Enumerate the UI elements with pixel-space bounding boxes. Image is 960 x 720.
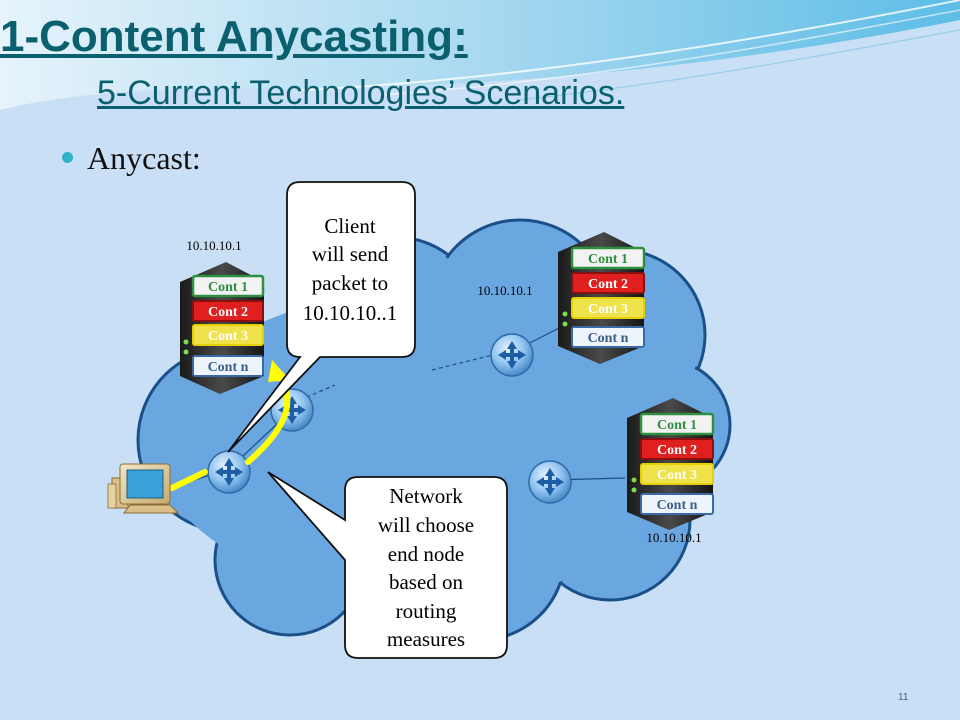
callout-network-line-3: end node <box>388 542 464 566</box>
callout-client-line-4: 10.10.10..1 <box>303 301 398 325</box>
computer-icon <box>107 463 180 514</box>
server-top-right-cont-n: Cont n <box>588 331 629 346</box>
server-top-right-cont-2: Cont 2 <box>588 277 628 292</box>
server-left: Cont 1 Cont 2 Cont 3 Cont n 10.10.10.1 <box>180 238 265 394</box>
server-left-cont-3: Cont 3 <box>208 329 248 344</box>
slide-title: 1-Content Anycasting: <box>0 12 468 61</box>
callout-network-line-4: based on <box>389 570 464 594</box>
server-top-right-ip: 10.10.10.1 <box>477 283 532 298</box>
bullet-text: Anycast: <box>87 140 201 176</box>
server-left-ip: 10.10.10.1 <box>186 238 241 253</box>
callout-client-line-2: will send <box>312 242 389 266</box>
server-bottom-right-cont-2: Cont 2 <box>657 443 697 458</box>
server-top-right-cont-1: Cont 1 <box>588 252 628 267</box>
router-icon <box>528 460 572 504</box>
router-icon <box>207 450 251 494</box>
server-left-cont-n: Cont n <box>208 360 249 375</box>
server-bottom-right-cont-3: Cont 3 <box>657 468 697 483</box>
callout-client: Client will send packet to 10.10.10..1 <box>227 181 416 453</box>
slide-subtitle: 5-Current Technologies’ Scenarios. <box>97 74 625 112</box>
server-top-right-cont-3: Cont 3 <box>588 302 628 317</box>
bullet-icon <box>62 152 73 163</box>
server-top-right: Cont 1 Cont 2 Cont 3 Cont n 10.10.10.1 <box>477 232 646 364</box>
callout-network: Network will choose end node based on ro… <box>267 471 508 659</box>
callout-network-line-1: Network <box>389 484 463 508</box>
server-bottom-right-cont-1: Cont 1 <box>657 418 697 433</box>
callout-network-line-6: measures <box>387 627 465 651</box>
router-icon <box>490 333 534 377</box>
callout-client-line-3: packet to <box>312 271 388 295</box>
callout-network-line-2: will choose <box>378 513 474 537</box>
callout-client-line-1: Client <box>324 214 375 238</box>
page-number: 11 <box>898 692 909 703</box>
server-left-cont-2: Cont 2 <box>208 305 248 320</box>
server-left-cont-1: Cont 1 <box>208 280 248 295</box>
server-bottom-right-cont-n: Cont n <box>657 498 698 513</box>
callout-network-line-5: routing <box>396 599 457 623</box>
server-bottom-right-ip: 10.10.10.1 <box>646 530 701 545</box>
server-bottom-right: Cont 1 Cont 2 Cont 3 Cont n 10.10.10.1 <box>627 398 715 545</box>
